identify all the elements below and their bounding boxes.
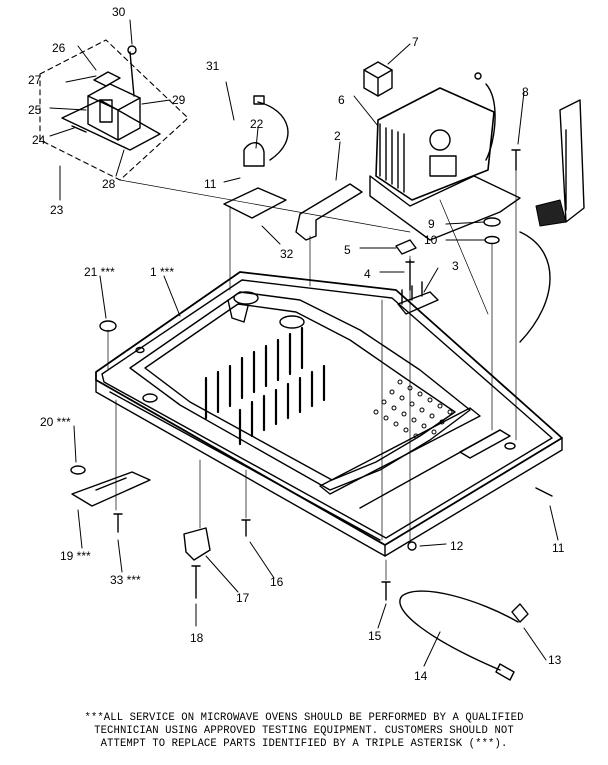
air-duct [295, 183, 363, 241]
label-31: 31 [206, 59, 220, 73]
washer-10 [484, 235, 500, 245]
note-line-3: ATTEMPT TO REPLACE PARTS IDENTIFIED BY A… [100, 738, 508, 750]
nut-12 [407, 541, 417, 551]
label-13: 13 [548, 653, 562, 667]
fuse [395, 239, 417, 255]
label-30: 30 [112, 5, 126, 19]
label-19: 19 *** [60, 549, 91, 563]
high-voltage-unit [363, 61, 521, 241]
bracket-19 [71, 471, 151, 507]
label-20: 20 *** [40, 415, 71, 429]
note-line-2: TECHNICIAN USING APPROVED TESTING EQUIPM… [94, 725, 514, 737]
label-24: 24 [32, 133, 46, 147]
label-14: 14 [414, 669, 428, 683]
leader-lines [49, 19, 559, 667]
label-22: 22 [250, 117, 264, 131]
terminal-block [397, 281, 439, 315]
label-2: 2 [334, 129, 341, 143]
label-28: 28 [102, 177, 116, 191]
label-12: 12 [450, 539, 464, 553]
thermal-switch [223, 95, 289, 219]
screw-33 [113, 513, 123, 533]
screw-8 [511, 149, 521, 171]
screw-16 [241, 519, 251, 537]
transformer-assembly [39, 39, 189, 181]
label-10: 10 [424, 233, 438, 247]
label-11a: 11 [204, 177, 217, 191]
label-33: 33 *** [110, 573, 141, 587]
label-27: 27 [28, 73, 42, 87]
label-17: 17 [236, 591, 250, 605]
label-16: 16 [270, 575, 284, 589]
note-line-1: ***ALL SERVICE ON MICROWAVE OVENS SHOULD… [84, 712, 524, 724]
grommet-20 [70, 465, 86, 475]
alignment-lines [107, 169, 517, 581]
label-6: 6 [338, 93, 345, 107]
screw-18 [191, 565, 201, 599]
label-4: 4 [364, 267, 371, 281]
label-8: 8 [522, 85, 529, 99]
foot-17 [183, 527, 211, 561]
parts-diagram: 30 7 26 27 25 29 24 28 23 31 22 11 32 6 … [28, 5, 585, 683]
label-3: 3 [452, 259, 459, 273]
label-21: 21 *** [84, 265, 115, 279]
screw-11b [535, 487, 553, 497]
label-25: 25 [28, 103, 42, 117]
screw-15 [381, 581, 391, 601]
power-cord-upper [519, 231, 551, 343]
grommet-21 [99, 320, 117, 332]
part-labels: 30 7 26 27 25 29 24 28 23 31 22 11 32 6 … [28, 5, 565, 683]
label-32: 32 [280, 247, 294, 261]
base-plate [95, 271, 563, 557]
label-29: 29 [172, 93, 186, 107]
label-18: 18 [190, 631, 204, 645]
grommet-9 [483, 217, 501, 227]
service-warning-note: ***ALL SERVICE ON MICROWAVE OVENS SHOULD… [8, 712, 600, 751]
label-1: 1 *** [150, 265, 174, 279]
side-bracket [559, 99, 585, 223]
label-15: 15 [368, 629, 382, 643]
label-26: 26 [52, 41, 66, 55]
label-11b: 11 [552, 541, 565, 555]
label-9: 9 [428, 217, 435, 231]
label-5: 5 [344, 243, 351, 257]
label-23: 23 [50, 203, 64, 217]
power-cord [399, 590, 519, 671]
label-7: 7 [412, 35, 419, 49]
